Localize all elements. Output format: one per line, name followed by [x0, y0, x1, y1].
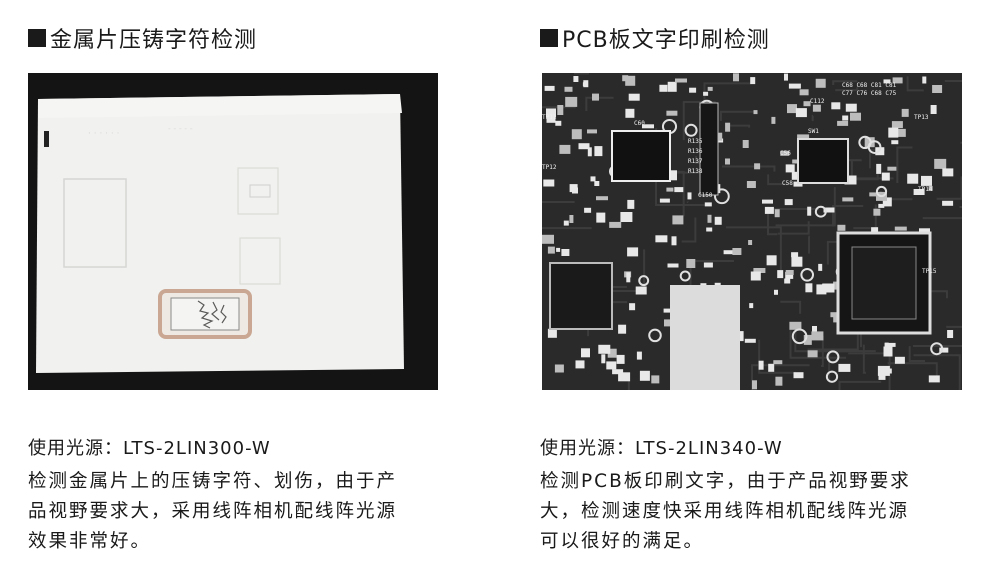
metal-light-source: 使用光源：LTS-2LIN300-W: [28, 438, 271, 459]
pcb-silkscreen-label: TP11: [542, 114, 557, 121]
pcb-silkscreen-label: R137: [688, 158, 703, 165]
svg-text:- - - - -: - - - - -: [168, 124, 193, 133]
square-bullet-icon: [28, 29, 46, 47]
pcb-silkscreen-label: TP13: [914, 114, 929, 121]
pcb-silkscreen-label: R138: [688, 168, 703, 175]
pcb-silkscreen-label: SW1: [808, 128, 819, 135]
metal-plate-photo: · · · · · · - - - - -: [28, 73, 438, 390]
pcb-silkscreen-label: C77 C76 C68 C75: [842, 90, 897, 97]
metal-description: 检测金属片上的压铸字符、划伤，由于产 品视野要求大，采用线阵相机配线阵光源 效果…: [28, 471, 398, 552]
metal-heading-text: 金属片压铸字符检测: [50, 28, 258, 53]
pcb-silkscreen-label: R136: [688, 148, 703, 155]
pcb-silkscreen-label: C60: [634, 120, 645, 127]
pcb-silkscreen-label: TP12: [542, 164, 557, 171]
pcb-silkscreen-label: C58: [782, 180, 793, 187]
pcb-heading: PCB板文字印刷检测: [540, 22, 770, 54]
pcb-silkscreen-label: C56: [780, 150, 791, 157]
square-bullet-icon: [540, 29, 558, 47]
pcb-description: 检测PCB板印刷文字，由于产品视野要求 大，检测速度快采用线阵相机配线阵光源 可…: [540, 471, 911, 552]
pcb-silkscreen-label: C150: [698, 192, 713, 199]
pcb-light-source: 使用光源：LTS-2LIN340-W: [540, 438, 783, 459]
metal-heading: 金属片压铸字符检测: [28, 22, 257, 54]
pcb-silkscreen-label: C112: [810, 98, 825, 105]
pcb-silkscreen-label: TP14: [918, 186, 933, 193]
pcb-silkscreen-label: TP15: [922, 268, 937, 275]
svg-text:· · · · · ·: · · · · · ·: [88, 129, 119, 139]
pcb-silkscreen-label: R135: [688, 138, 703, 145]
pcb-silkscreen-label: C68 C68 C81 C81: [842, 82, 897, 89]
pcb-heading-text: PCB板文字印刷检测: [562, 28, 770, 53]
